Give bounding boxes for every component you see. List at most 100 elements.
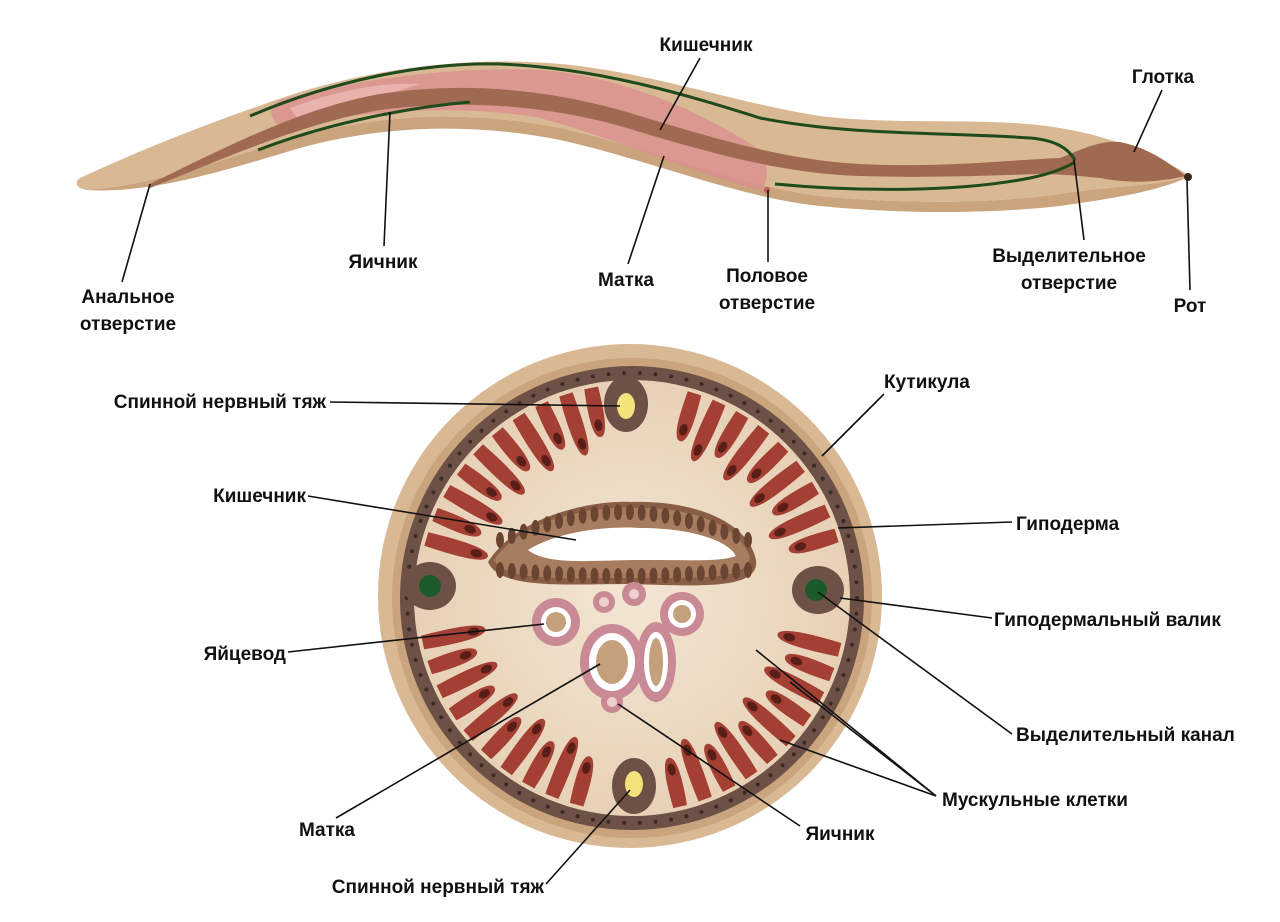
hypodermis-cell-dot [742, 790, 747, 795]
labels: Кишечник Глотка Яичник Анальное отверсти… [80, 35, 1235, 898]
intestine-cell-nucleus [578, 507, 587, 524]
intestine-cell-nucleus [507, 562, 516, 579]
hypodermis-cell-dot [622, 371, 627, 376]
leader-ovary-top [383, 111, 391, 247]
hypodermis-cell-dot [606, 372, 611, 377]
intestine-lumen [528, 527, 736, 562]
muscle-cell-nucleus [486, 487, 497, 497]
label-dorsal-nerve-bottom: Спинной нервный тяж [332, 877, 545, 898]
hypodermis-cell-dot [413, 533, 418, 538]
label-mouth: Рот [1174, 296, 1207, 317]
hypodermis-cell-dot [653, 372, 658, 377]
muscle-cell-nucleus [774, 527, 786, 537]
label-hypodermal-ridge: Гиподермальный валик [994, 610, 1221, 631]
hypodermis-cell-dot [504, 409, 509, 414]
label-genital-line1: Половое [726, 266, 808, 287]
hypodermis-cell-dot [820, 476, 825, 481]
hypodermis-cell-dot [468, 439, 473, 444]
hypodermis-cells [405, 371, 859, 825]
oviduct-cross-section-2 [660, 592, 704, 636]
intestine-cell-nucleus [590, 567, 599, 584]
hypodermis-cell-dot [531, 393, 536, 398]
hypodermis-cell-dot [780, 763, 785, 768]
muscle-cell-nucleus [679, 423, 688, 436]
hypodermis-cell-dot [669, 817, 674, 822]
hypodermis-cell-dot [802, 740, 807, 745]
hypodermis-cell-dot [439, 715, 444, 720]
intestine-cell-nucleus [661, 507, 670, 524]
hypodermis-cell-dot [418, 672, 423, 677]
muscle-cell-nucleus [667, 763, 676, 776]
hypodermis-cell-dot [841, 519, 846, 524]
intestine-cell-nucleus [673, 510, 682, 527]
intestine-cell-nucleus [708, 519, 717, 536]
hypodermis-cell-dot [479, 763, 484, 768]
intestine-cell-nucleus [602, 567, 611, 584]
hypodermis-cell-dot [479, 428, 484, 433]
hypodermis-cell-dot [812, 728, 817, 733]
muscle-cell-nucleus [478, 689, 490, 699]
hypodermis-cell-dot [768, 773, 773, 778]
ovary-small-tube-1 [593, 591, 615, 613]
hypodermis-cell-dot [560, 382, 565, 387]
intestine-cell-nucleus [696, 565, 705, 582]
leader-mouth [1186, 179, 1191, 291]
intestine-cell-nucleus [590, 505, 599, 522]
muscle-cell-nucleus [594, 419, 603, 432]
ventral-nerve-cord [612, 758, 656, 814]
hypodermis-cell-dot [742, 401, 747, 406]
hypodermis-cell-dot [850, 549, 855, 554]
label-genital-line2: отверстие [719, 293, 815, 314]
muscle-cell-nucleus [516, 455, 527, 467]
muscle-cell-nucleus [769, 669, 781, 679]
hypodermis-cell-dot [504, 782, 509, 787]
leader-hypodermis [837, 521, 1013, 529]
hypodermis-cell-dot [841, 672, 846, 677]
hypodermis-cell-dot [457, 740, 462, 745]
hypodermis-cell-dot [491, 418, 496, 423]
intestine-cell-nucleus [614, 567, 623, 584]
hypodermis-cell-dot [439, 476, 444, 481]
intestine-cell-nucleus [531, 564, 540, 581]
muscle-cell-nucleus [480, 664, 493, 674]
intestine-cell-nucleus [720, 523, 729, 540]
hypodermis-cell-dot [791, 439, 796, 444]
intestine-cell-nucleus [649, 567, 658, 584]
intestine-cell-nucleus [744, 562, 752, 578]
hypodermis-cell-dot [560, 809, 565, 814]
hypodermis-cell-dot [835, 687, 840, 692]
hypodermis-cell-dot [531, 798, 536, 803]
hypodermis-cell-dot [407, 627, 412, 632]
leader-excretory-canal [817, 591, 1013, 735]
intestine-cell-nucleus [625, 567, 634, 584]
intestine-cell-nucleus [732, 562, 741, 579]
muscle-cell-nucleus [464, 524, 476, 534]
intestine-cell-nucleus [543, 565, 552, 582]
label-excretory-canal: Выделительный канал [1016, 725, 1235, 746]
hypodermis-cell-dot [517, 790, 522, 795]
hypodermis-cell-dot [714, 387, 719, 392]
intestine-cell-nucleus [684, 512, 693, 529]
hypodermis-cell-dot [846, 658, 851, 663]
leader-hypodermal-ridge [839, 597, 993, 619]
intestine-cell-nucleus [661, 567, 670, 584]
intestine-cell-nucleus [649, 505, 658, 522]
hypodermis-cell-dot [575, 814, 580, 819]
hypodermis-cell-dot [854, 611, 859, 616]
hypodermis-cell-dot [407, 564, 412, 569]
muscle-cell-nucleus [577, 438, 587, 450]
hypodermis-cell-dot [405, 611, 410, 616]
uterus-cross-section [580, 624, 644, 700]
hypodermis-cell-dot [409, 549, 414, 554]
muscle-cell-nucleus [794, 542, 807, 551]
leader-cuticle [821, 393, 885, 457]
hypodermis-cell-dot [622, 820, 627, 825]
intestine-cell-nucleus [531, 519, 540, 536]
hypodermis-cell-dot [409, 642, 414, 647]
label-ovary-cs: Яичник [805, 824, 875, 845]
intestine-cell-nucleus [566, 566, 575, 583]
leader-muscle-3 [779, 739, 937, 797]
hypodermis-cell-dot [447, 728, 452, 733]
leader-dorsal-nerve-top [329, 401, 621, 407]
